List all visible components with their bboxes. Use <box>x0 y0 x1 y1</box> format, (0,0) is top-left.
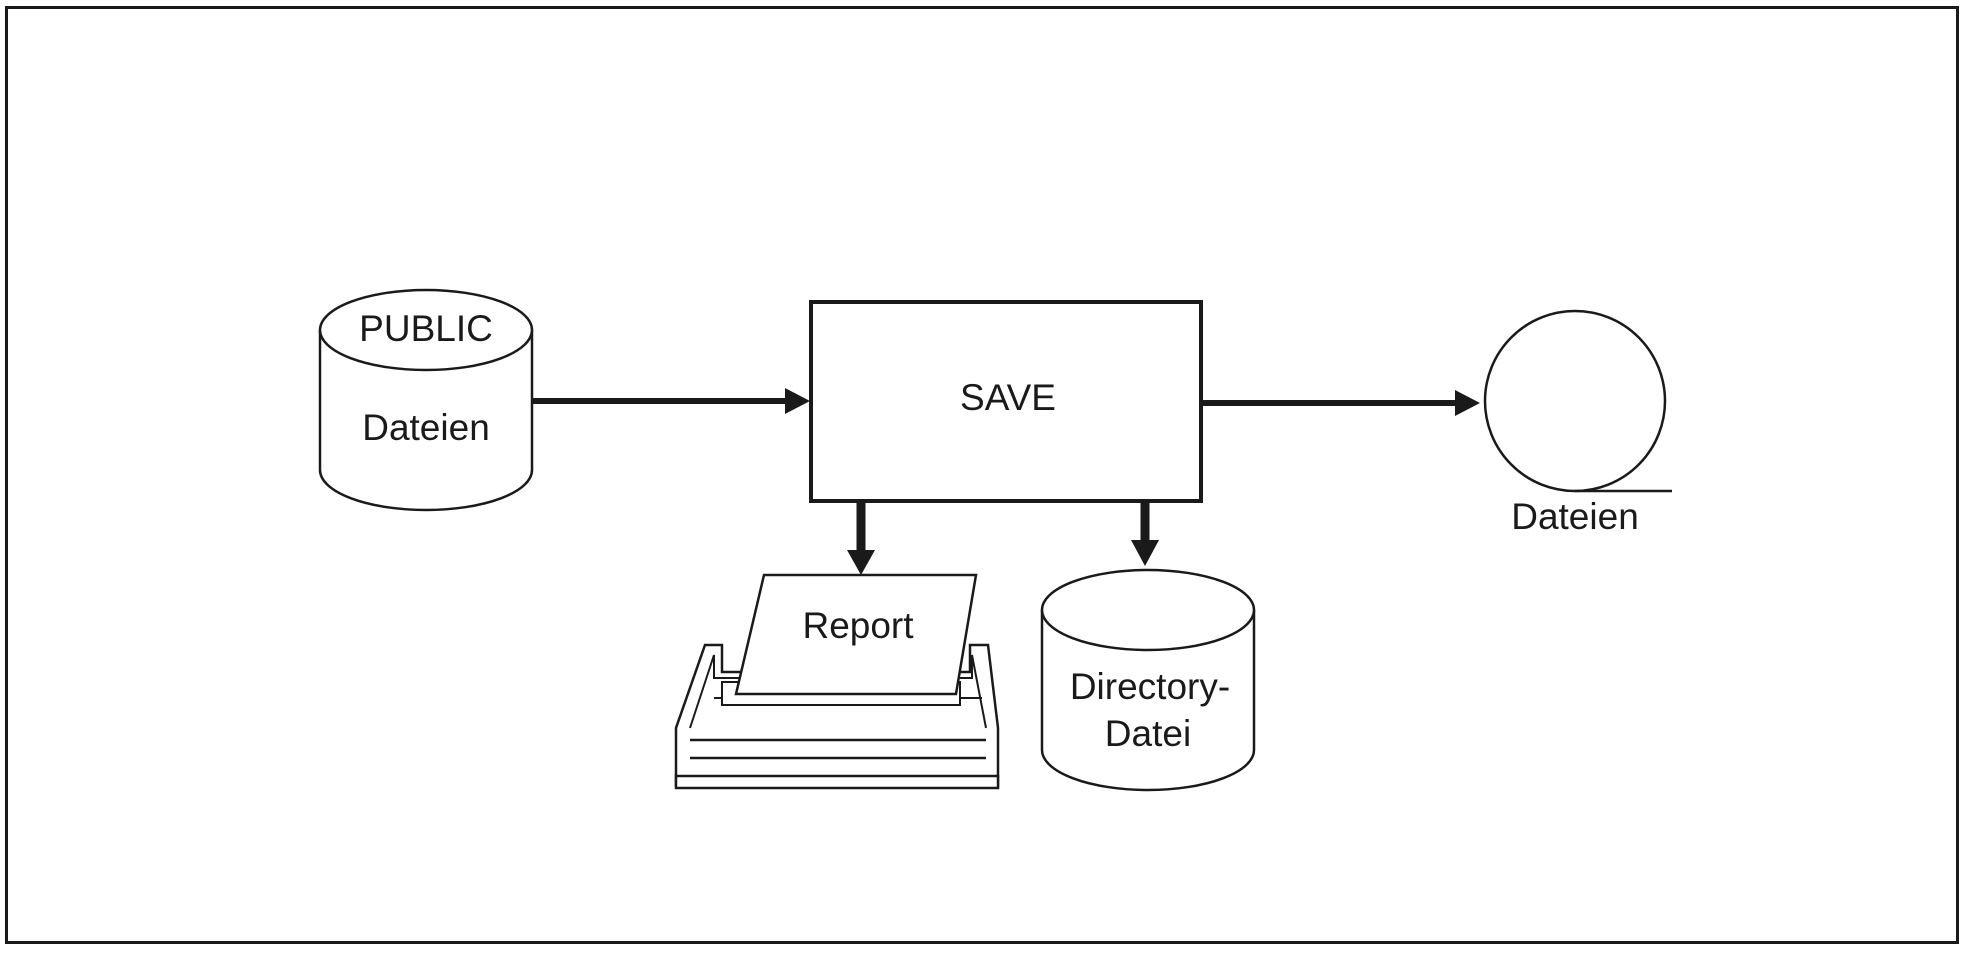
directory-label-line2: Datei <box>1105 713 1191 754</box>
report-label: Report <box>802 605 914 646</box>
tape-reel-symbol: Dateien <box>1483 309 1672 537</box>
directory-file-cylinder: Directory- Datei <box>1040 568 1256 792</box>
arrow-save-to-report <box>847 501 875 575</box>
public-files-label: Dateien <box>362 407 490 448</box>
arrow-save-to-tape <box>1201 390 1480 416</box>
save-process-box: SAVE <box>809 300 1203 503</box>
arrow-save-to-directory <box>1131 501 1159 566</box>
arrow-input-to-save <box>532 388 810 414</box>
public-files-cylinder: PUBLIC Dateien <box>318 288 534 512</box>
directory-label-line1: Directory- <box>1070 666 1230 707</box>
tape-files-label: Dateien <box>1511 496 1639 537</box>
public-label: PUBLIC <box>359 308 493 349</box>
printer-report-symbol: Report <box>674 573 1000 790</box>
save-label: SAVE <box>960 377 1056 418</box>
